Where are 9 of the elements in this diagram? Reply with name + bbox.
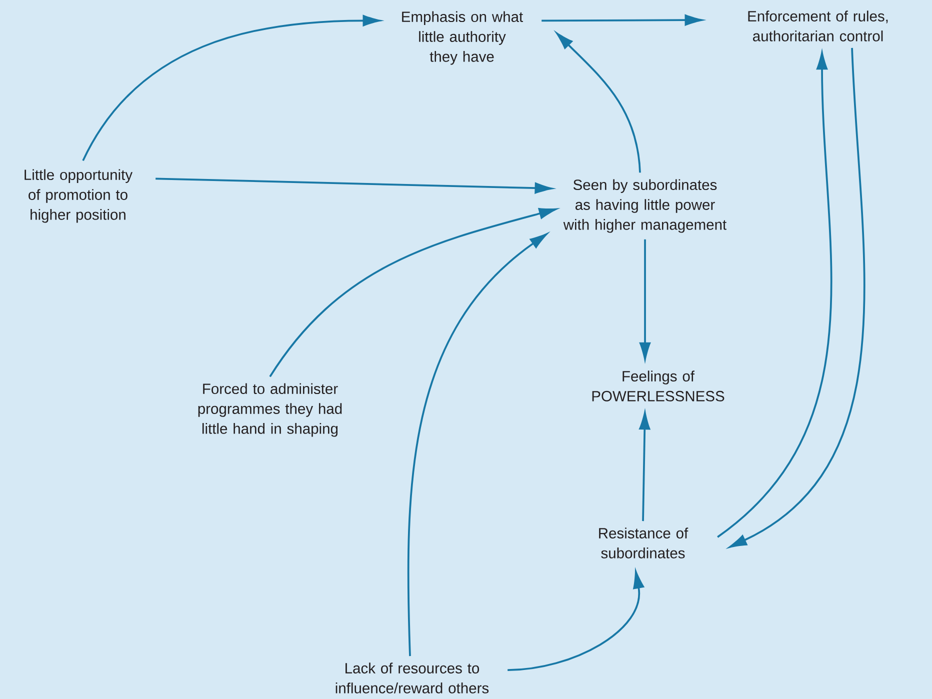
text-label: Lack of resources to influence/reward others [336,662,489,694]
text-label: Little opportunity of promotion to higher position [24,169,133,223]
text-label: Resistance of subordinates [599,528,688,558]
text-label: Seen by subordinates as having little power with higher management [563,179,726,233]
text-label: Enforcement of rules, authoritarian control [748,10,888,42]
text-label: Feelings of POWERLESSNESS [592,370,724,402]
text-label: Emphasis on what little authority they have [402,11,523,65]
arrow [556,32,641,173]
text-label: Forced to administer programmes they had little hand in shaping [198,383,342,437]
